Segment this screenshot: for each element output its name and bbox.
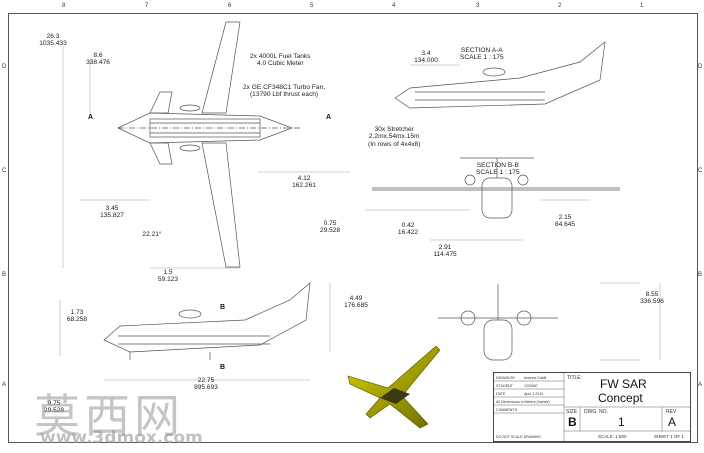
zone-side-d-right: D bbox=[698, 64, 703, 70]
watermark-url: www.3dmox.com bbox=[40, 428, 203, 448]
zone-top-8: 8 bbox=[62, 3, 66, 9]
tb-date-label: DATE bbox=[496, 392, 506, 396]
zone-top-1: 1 bbox=[640, 3, 644, 9]
zone-top-3: 3 bbox=[476, 3, 480, 9]
note-engines: 2x GE CF348C1 Turbo Fan, (13790 Lbf thru… bbox=[243, 84, 326, 99]
zone-side-b: B bbox=[2, 272, 7, 278]
zone-side-b-right: B bbox=[698, 272, 703, 278]
tb-rev-value: A bbox=[668, 415, 677, 429]
tb-drawn-label: DRAWN BY bbox=[496, 376, 516, 380]
tb-title-line1: FW SAR bbox=[600, 377, 647, 391]
zone-top-7: 7 bbox=[145, 3, 149, 9]
side-view-fuselage bbox=[103, 282, 311, 353]
tb-size-label: SIZE bbox=[566, 409, 578, 415]
aircraft-3d-render bbox=[347, 345, 441, 429]
note-stretchers: 30x Stretcher 2.2mx.54mx.15m (In rows of… bbox=[368, 126, 421, 148]
tb-footer: DO NOT SCALE DRAWING bbox=[496, 435, 541, 439]
section-aa-profile bbox=[394, 41, 606, 109]
zone-side-a-right: A bbox=[698, 382, 703, 388]
tb-drawn-value: Andrew Cahill bbox=[524, 376, 547, 380]
sheet-border bbox=[8, 13, 698, 443]
dim-angle: 22.21° bbox=[142, 231, 162, 238]
watermark-chinese: 莫西网 bbox=[34, 389, 184, 443]
title-block: DRAWN BY Andrew Cahill STUDENT 1234567 D… bbox=[493, 372, 691, 442]
zone-side-d: D bbox=[2, 64, 7, 70]
title-block-grid bbox=[494, 373, 690, 441]
zone-side-c: C bbox=[2, 168, 7, 174]
section-mark-a-right: A bbox=[326, 114, 332, 121]
tb-title-line2: Concept bbox=[598, 391, 643, 405]
top-view-wing-upper bbox=[201, 21, 241, 114]
tb-id-value: 1234567 bbox=[524, 384, 538, 388]
tb-units: All Dimensions in Meters (Inches) bbox=[496, 400, 550, 404]
note-fuel-tanks: 2x 4000L Fuel Tanks 4.0 Cubic Meter bbox=[250, 53, 311, 68]
zone-side-c-right: C bbox=[698, 168, 703, 174]
tb-rev-label: REV bbox=[666, 409, 677, 415]
tb-comments: COMMENTS: bbox=[496, 408, 518, 412]
tb-title-label: TITLE: bbox=[567, 375, 583, 381]
tb-sheet: SHEET 1 OF 1 bbox=[654, 434, 684, 439]
top-view-wing-lower bbox=[201, 142, 241, 268]
zone-top-4: 4 bbox=[392, 3, 396, 9]
tb-scale: SCALE: 1:500 bbox=[598, 434, 627, 439]
section-mark-a-left: A bbox=[88, 114, 94, 121]
zone-top-6: 6 bbox=[228, 3, 232, 9]
zone-top-2: 2 bbox=[558, 3, 562, 9]
zone-top-5: 5 bbox=[310, 3, 314, 9]
zone-side-a: A bbox=[2, 382, 7, 388]
section-mark-b-bottom: B bbox=[220, 364, 226, 371]
tb-size-value: B bbox=[568, 415, 577, 429]
section-mark-b-top: B bbox=[220, 304, 226, 311]
tb-dwg-label: DWG. NO. bbox=[584, 409, 608, 415]
tb-id-label: STUDENT bbox=[496, 384, 513, 388]
tb-date-value: April 3 2015 bbox=[524, 392, 544, 396]
tb-dwg-value: 1 bbox=[618, 415, 625, 429]
